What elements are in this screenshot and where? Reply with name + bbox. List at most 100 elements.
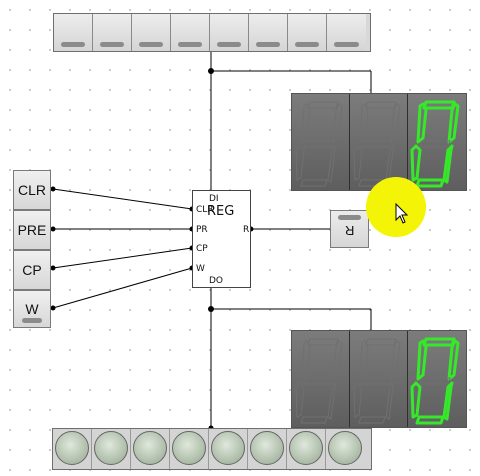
segment-d [358, 416, 386, 424]
led-lamp [328, 431, 362, 465]
junction-dot [208, 306, 214, 312]
led-lamp [289, 431, 323, 465]
bit-switch-0[interactable] [327, 14, 366, 51]
cp-label: CP [22, 262, 42, 278]
clr-input-button[interactable]: CLR [13, 170, 51, 210]
segment-g [419, 140, 451, 148]
output-led-bank [52, 428, 372, 470]
w-label: W [25, 301, 39, 317]
top-seven-segment-display [291, 93, 467, 191]
segment-g [361, 377, 393, 385]
bit-switch-2[interactable] [249, 14, 288, 51]
pin-do: DO [209, 276, 224, 286]
switch-lever [217, 42, 241, 47]
top-digit-1 [350, 94, 408, 190]
segment-f [359, 340, 369, 381]
pin-r: R [243, 225, 250, 235]
bit-switch-3[interactable] [210, 14, 249, 51]
led-lamp [250, 431, 284, 465]
segment-b [390, 103, 401, 144]
segment-c [327, 381, 337, 420]
switch-lever [139, 42, 163, 47]
segment-a [422, 337, 456, 347]
segment-f [301, 103, 311, 144]
segment-d [300, 179, 328, 187]
segment-digit [295, 101, 343, 187]
switch-lever [338, 215, 361, 220]
pin-w: W [196, 264, 205, 274]
segment-digit [410, 337, 460, 425]
segment-e [295, 382, 305, 418]
segment-e [410, 144, 422, 182]
segment-e [353, 145, 363, 181]
pin-clr: CLR [196, 205, 214, 215]
led-0 [326, 429, 365, 469]
bottom-digit-2 [292, 331, 350, 427]
bottom-digit-0 [408, 331, 466, 427]
register-block[interactable]: DI REG CLR PR CP W R DO [192, 190, 251, 288]
segment-d [415, 178, 445, 188]
segment-e [295, 145, 305, 181]
segment-b [447, 102, 460, 144]
pin-pr: PR [196, 225, 208, 235]
segment-b [390, 340, 401, 381]
segment-c [442, 381, 454, 421]
led-lamp [133, 431, 167, 465]
pre-label: PRE [17, 222, 47, 238]
segment-a [307, 101, 339, 109]
bit-switch-5[interactable] [132, 14, 171, 51]
read-button[interactable]: R [330, 210, 369, 248]
led-6 [92, 429, 131, 469]
segment-a [365, 338, 397, 346]
cp-input-button[interactable]: CP [13, 250, 51, 290]
led-lamp [172, 431, 206, 465]
bit-switch-4[interactable] [171, 14, 210, 51]
w-input-button[interactable]: W [13, 290, 51, 328]
segment-g [303, 377, 335, 385]
junction-dot [208, 68, 214, 74]
pre-input-button[interactable]: PRE [13, 210, 51, 250]
segment-f [416, 102, 428, 144]
segment-f [416, 339, 428, 381]
switch-lever [178, 42, 202, 47]
top-digit-0 [408, 94, 466, 190]
segment-a [365, 101, 397, 109]
pin-cp: CP [196, 244, 208, 254]
segment-f [359, 103, 369, 144]
segment-digit [353, 338, 401, 424]
segment-f [301, 340, 311, 381]
bit-switch-6[interactable] [93, 14, 132, 51]
switch-lever [22, 318, 42, 323]
segment-g [361, 140, 393, 148]
led-3 [209, 429, 248, 469]
switch-lever [256, 42, 280, 47]
segment-c [385, 381, 395, 420]
arrow-cursor-icon [395, 203, 409, 224]
led-4 [170, 429, 209, 469]
bit-switch-7[interactable] [54, 14, 93, 51]
segment-a [307, 338, 339, 346]
top-digit-2 [292, 94, 350, 190]
segment-b [332, 103, 343, 144]
led-lamp [211, 431, 245, 465]
switch-lever [334, 42, 359, 47]
led-lamp [55, 431, 89, 465]
segment-e [410, 381, 422, 419]
segment-e [353, 382, 363, 418]
segment-c [442, 144, 454, 184]
bit-switch-1[interactable] [288, 14, 327, 51]
segment-d [300, 416, 328, 424]
switch-lever [61, 42, 85, 47]
led-5 [131, 429, 170, 469]
pin-di: DI [209, 194, 219, 204]
led-1 [287, 429, 326, 469]
bottom-seven-segment-display [291, 330, 467, 428]
segment-c [327, 144, 337, 183]
led-lamp [94, 431, 128, 465]
segment-digit [353, 101, 401, 187]
led-2 [248, 429, 287, 469]
led-7 [53, 429, 92, 469]
segment-b [447, 339, 460, 381]
bottom-digit-1 [350, 331, 408, 427]
